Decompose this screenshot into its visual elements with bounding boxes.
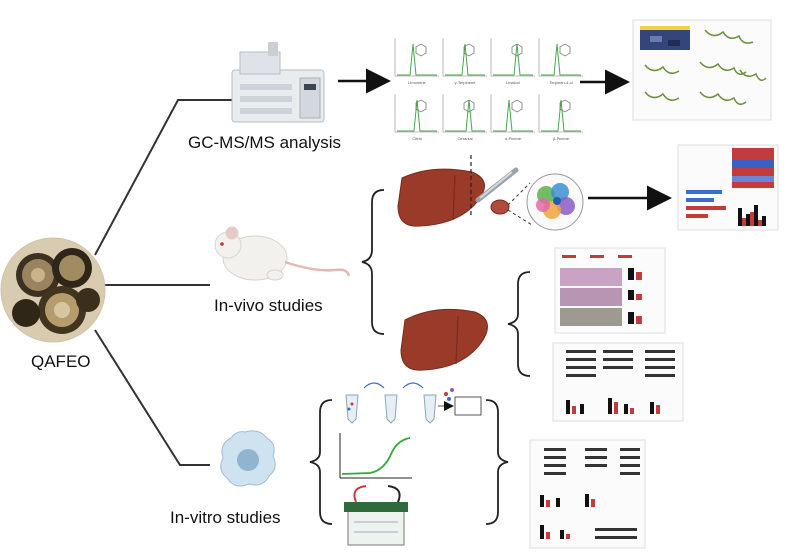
chromatogram-label: Limonene — [408, 80, 426, 85]
chromatogram-thumbnail: Geranial — [442, 94, 487, 141]
chromatogram-label: Linalool — [506, 80, 520, 85]
histology-brace — [507, 271, 531, 377]
cell-cluster-icon — [526, 173, 584, 231]
branch-label-invitro: In-vitro studies — [170, 508, 281, 527]
histology-panel — [554, 247, 666, 334]
biopsy-tool-icon — [475, 167, 519, 203]
tissue-sample-icon — [490, 182, 533, 226]
chromatogram-thumbnail: γ-Terpinene — [442, 38, 487, 85]
chromatogram-label: Geranial — [457, 136, 472, 141]
source-label: QAFEO — [31, 352, 91, 371]
chromatogram-thumbnail: β-Pinene — [538, 94, 583, 141]
chromatogram-thumbnail: Linalool — [490, 38, 535, 85]
chromatogram-label: β-Pinene — [553, 136, 570, 141]
chromatogram-thumbnail: Terpinen-4-ol — [538, 38, 583, 85]
chromatogram-label: Citral — [412, 136, 421, 141]
invitro-brace-right — [485, 399, 509, 525]
connector-invitro — [94, 329, 210, 466]
gc-ms-instrument-icon — [231, 42, 325, 123]
omics-results-panel — [677, 144, 779, 231]
electrophoresis-apparatus-icon — [344, 485, 408, 546]
qpcr-amplification-plot — [339, 433, 412, 479]
chromatogram-panel: Limonene γ-Terpinene Linalool Terpinen-4-ol… — [394, 38, 583, 141]
branch-label-invivo: In-vivo studies — [214, 296, 323, 315]
western-blot-panel-invivo — [552, 342, 684, 422]
invitro-brace-left — [309, 399, 333, 525]
chromatogram-thumbnail: α-Pinene — [490, 94, 535, 141]
liver-icon-bottom — [400, 308, 488, 371]
molecular-docking-panel — [632, 19, 772, 121]
rna-extraction-workflow — [345, 382, 482, 424]
liver-icon-top — [397, 155, 485, 227]
chromatogram-thumbnail: Citral — [394, 94, 439, 141]
western-blot-panel-invitro — [529, 439, 646, 549]
mouse-icon — [214, 226, 351, 281]
dried-fruit-image — [0, 237, 106, 343]
chromatogram-label: Terpinen-4-ol — [549, 80, 572, 85]
chromatogram-label: α-Pinene — [505, 136, 522, 141]
connector-lines — [94, 99, 235, 466]
invivo-brace — [361, 189, 385, 335]
cell-icon — [220, 430, 276, 487]
chromatogram-label: γ-Terpinene — [455, 80, 477, 85]
connector-gcms — [94, 99, 235, 256]
branch-label-gcms: GC-MS/MS analysis — [188, 133, 342, 152]
chromatogram-thumbnail: Limonene — [394, 38, 439, 85]
